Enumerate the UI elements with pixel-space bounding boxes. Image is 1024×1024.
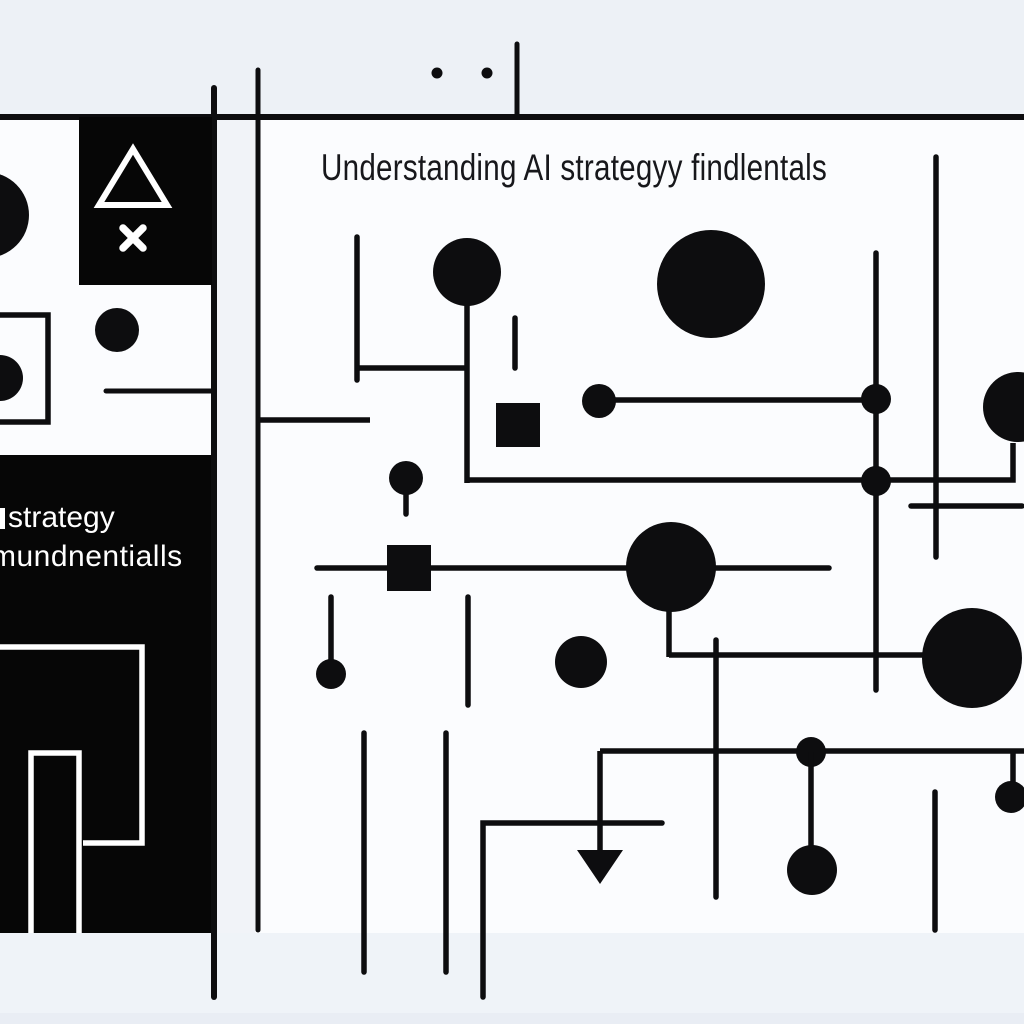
left-gutter-strip: [217, 117, 255, 933]
bottom-edge-strip: [0, 1013, 1024, 1024]
small-circle: [787, 845, 837, 895]
clipped-letter-stroke: [0, 508, 5, 529]
node-square: [387, 545, 431, 591]
edge-circle: [983, 372, 1024, 442]
node-dot: [995, 781, 1024, 813]
large-circle: [922, 608, 1022, 708]
x-icon: [119, 224, 147, 252]
left-panel: [0, 455, 211, 933]
panel-caption-line1: strategy: [8, 501, 115, 534]
panel-caption: strategy mundnentialls: [0, 498, 211, 576]
badge-block: [79, 117, 212, 285]
top-band: [0, 0, 1024, 117]
large-circle: [626, 522, 716, 612]
node-dot: [316, 659, 346, 689]
outlined-square: [0, 312, 51, 425]
panel-maze-outline-large: [0, 644, 145, 846]
node-dot: [861, 384, 891, 414]
node-dot: [582, 384, 616, 418]
arrow-head: [577, 850, 623, 884]
small-circle: [555, 636, 607, 688]
circuit-lines: [258, 154, 1024, 1000]
bottom-band: [0, 933, 1024, 1024]
corner-run: [480, 820, 665, 1000]
half-circle-in-square: [0, 355, 23, 401]
left-edge-shapes: [0, 174, 217, 425]
node-dot: [861, 466, 891, 496]
arrow-down-icon: [577, 751, 623, 884]
half-circle-left-edge: [0, 174, 29, 256]
panel-rect: [0, 455, 211, 933]
connector-run: [467, 443, 1016, 483]
page-title: Understanding AI strategyy findlentals: [321, 147, 828, 188]
dot-pair-icon: [431, 67, 493, 79]
panel-maze-outline-narrow: [28, 750, 82, 933]
node-dot: [389, 461, 423, 495]
dot-left: [431, 67, 443, 79]
panel-caption-line2: mundnentialls: [0, 540, 183, 573]
large-circle: [657, 230, 765, 338]
node-circle: [433, 238, 501, 306]
triangle-icon: [93, 143, 173, 208]
x-stroke-2: [119, 224, 147, 252]
small-circle: [95, 308, 139, 352]
node-square: [496, 403, 540, 447]
dot-right: [481, 67, 493, 79]
